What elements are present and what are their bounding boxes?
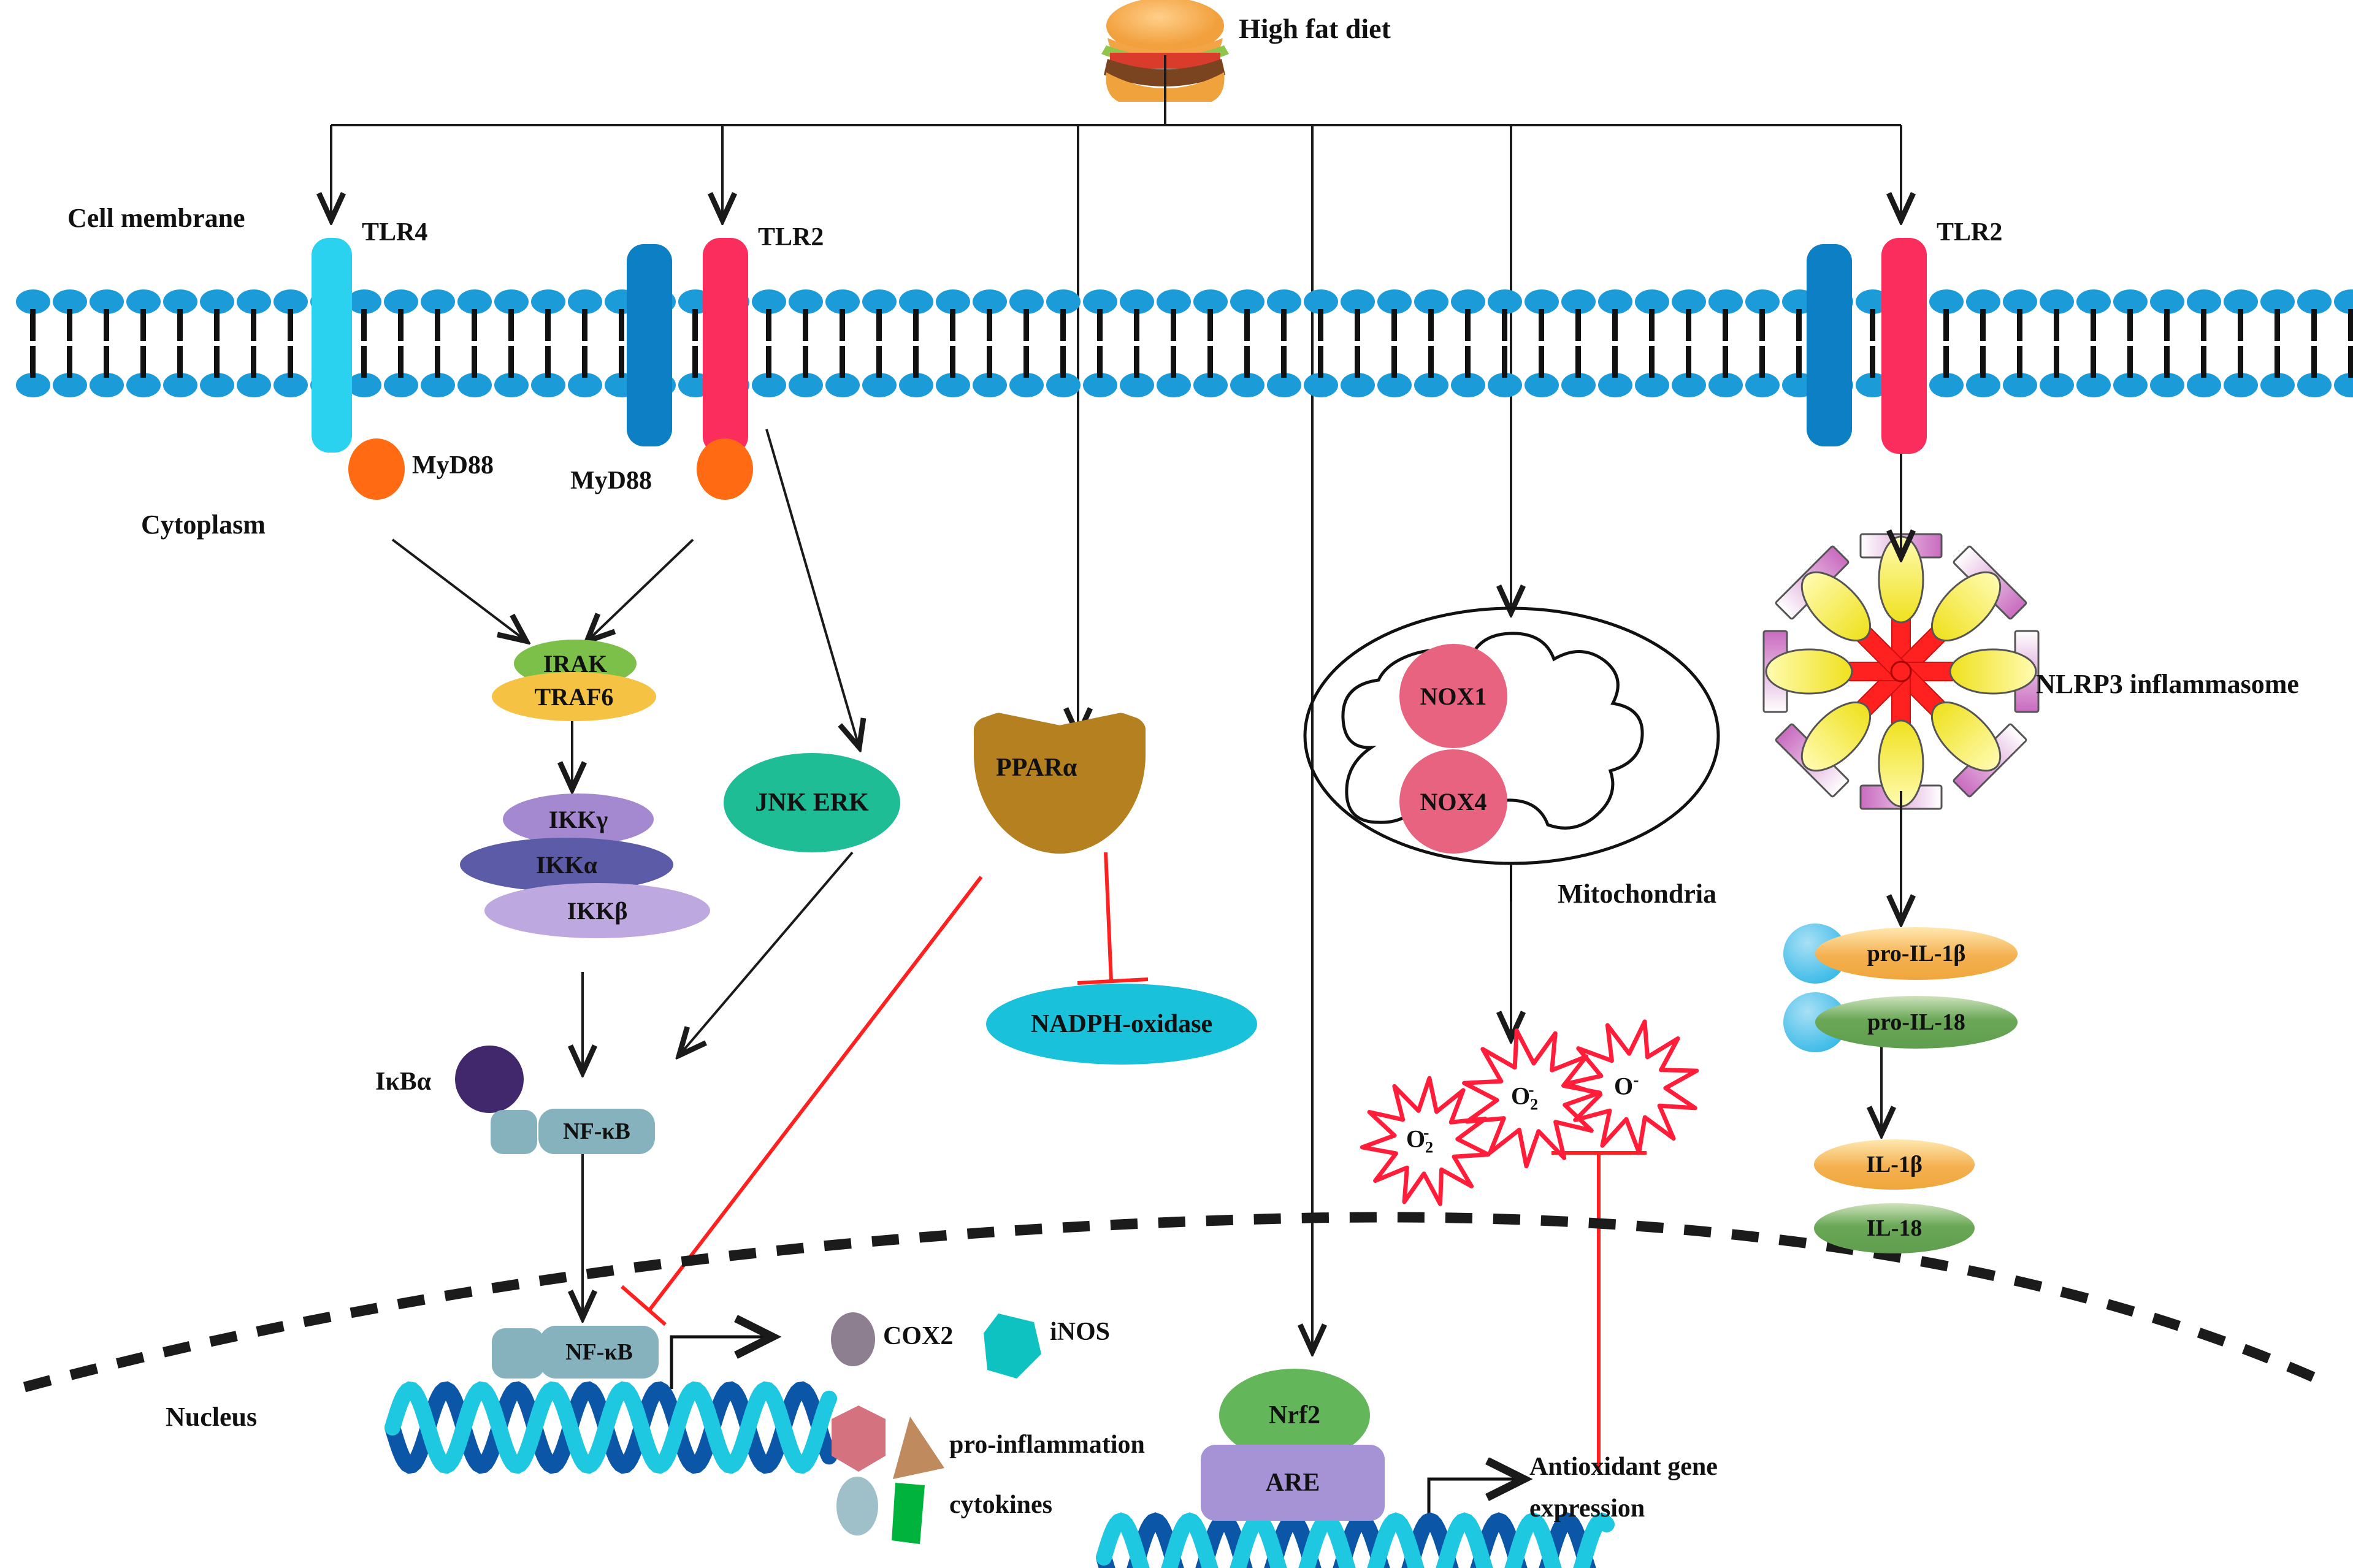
legend-cox2-label: COX2	[883, 1322, 954, 1350]
receptor-tlr2-right[interactable]	[1881, 238, 1927, 454]
node-are[interactable]: ARE	[1201, 1445, 1385, 1521]
node-nfkb-nucleus-subunit[interactable]	[492, 1328, 545, 1379]
mitochondria-shape	[1303, 606, 1720, 865]
node-nadph-oxidase[interactable]: NADPH-oxidase	[986, 984, 1257, 1065]
node-pro-il18[interactable]: pro-IL-18	[1815, 996, 2018, 1049]
node-nox4[interactable]: NOX4	[1399, 749, 1507, 854]
node-pro-il1b[interactable]: pro-IL-1β	[1815, 927, 2018, 980]
legend-cytokine-ellipse-icon	[836, 1477, 878, 1535]
jnkerk-to-nfkb-arrow	[681, 851, 854, 1054]
node-nfkb-cyto-subunit[interactable]	[491, 1110, 537, 1154]
receptor-tlr2-left[interactable]	[703, 238, 748, 454]
ros-inhibits-antioxidant-gene	[1551, 1151, 1647, 1472]
node-nox1[interactable]: NOX1	[1399, 644, 1507, 748]
legend-proinflam-triangle-icon	[893, 1417, 944, 1479]
legend-inos-icon	[984, 1314, 1041, 1379]
are-transcription-arrow	[1427, 1479, 1521, 1521]
dna-helix-nfkb	[385, 1381, 837, 1474]
receptor-tlr2-right-label: TLR2	[1937, 218, 2003, 247]
receptor-tlr2-left-partner[interactable]	[627, 244, 672, 446]
legend-proinflam-hexagon-icon	[832, 1405, 886, 1472]
nlrp3-inflammasome-label: NLRP3 inflammasome	[2036, 669, 2299, 699]
receptor-tlr2-right-partner[interactable]	[1807, 244, 1852, 446]
nuclear-envelope	[23, 1212, 2333, 1393]
legend-cox2-icon	[831, 1312, 875, 1366]
legend-inos-label: iNOS	[1050, 1318, 1111, 1346]
node-il18[interactable]: IL-18	[1814, 1203, 1975, 1253]
tlr2-to-jnkerk-arrow	[765, 429, 859, 745]
adaptor-myd88-right-label: MyD88	[570, 467, 652, 495]
legend-cytokines-label: cytokines	[949, 1491, 1052, 1519]
nucleus-label: Nucleus	[166, 1402, 258, 1432]
myd88-to-irak-arrows	[391, 538, 694, 640]
node-jnk-erk[interactable]: JNK ERK	[724, 753, 900, 852]
receptor-tlr2-left-label: TLR2	[758, 223, 824, 251]
mitochondria-label: Mitochondria	[1558, 879, 1717, 909]
legend-proinflammation-label: pro-inflammation	[949, 1431, 1145, 1459]
ros-label-3: O-	[1614, 1071, 1639, 1100]
cell-membrane-bilayer	[16, 289, 2353, 397]
node-nfkb-cytoplasm[interactable]: NF-κB	[538, 1109, 655, 1154]
node-ikk-gamma[interactable]: IKKγ	[503, 794, 654, 845]
adaptor-myd88-right-icon[interactable]	[697, 438, 753, 500]
node-nfkb-nucleus[interactable]: NF-κB	[540, 1326, 659, 1379]
legend-cytokine-rect-icon	[892, 1483, 925, 1544]
stimulus-distribution-bar	[331, 55, 1901, 126]
ppara-inhibits-nadph	[1077, 852, 1149, 985]
antioxidant-gene-line1: Antioxidant gene	[1529, 1453, 1718, 1481]
dna-helix-are	[1096, 1512, 1615, 1568]
stimulus-branch-arrows	[331, 125, 1901, 1349]
ros-starburst-group	[1360, 1019, 1699, 1206]
nfkb-transcription-arrow	[670, 1337, 770, 1389]
receptor-tlr4[interactable]	[312, 238, 352, 453]
node-traf6[interactable]: TRAF6	[492, 672, 656, 721]
node-ikk-alpha[interactable]: IKKα	[460, 838, 673, 892]
node-ikb-alpha-icon[interactable]	[455, 1046, 524, 1113]
adaptor-myd88-left-icon[interactable]	[348, 438, 405, 500]
node-ikb-alpha-label: IκBα	[375, 1068, 432, 1096]
burger-icon	[1101, 0, 1229, 102]
ros-label-2: O2-	[1511, 1080, 1539, 1114]
nlrp3-inflammasome-graphic	[1762, 533, 2040, 810]
ros-label-1: O2-	[1406, 1123, 1434, 1157]
node-ppar-alpha-label: PPARα	[996, 754, 1077, 782]
stimulus-label: High fat diet	[1239, 13, 1391, 44]
node-il1b[interactable]: IL-1β	[1814, 1139, 1975, 1190]
adaptor-myd88-left-label: MyD88	[412, 451, 494, 480]
antioxidant-gene-line2: expression	[1529, 1494, 1645, 1523]
receptor-tlr4-label: TLR4	[362, 218, 428, 247]
node-ikk-beta[interactable]: IKKβ	[484, 883, 710, 938]
cell-membrane-label: Cell membrane	[67, 203, 245, 233]
ppara-inhibits-nuclear-nfkb	[621, 876, 983, 1326]
cytoplasm-label: Cytoplasm	[141, 510, 266, 540]
